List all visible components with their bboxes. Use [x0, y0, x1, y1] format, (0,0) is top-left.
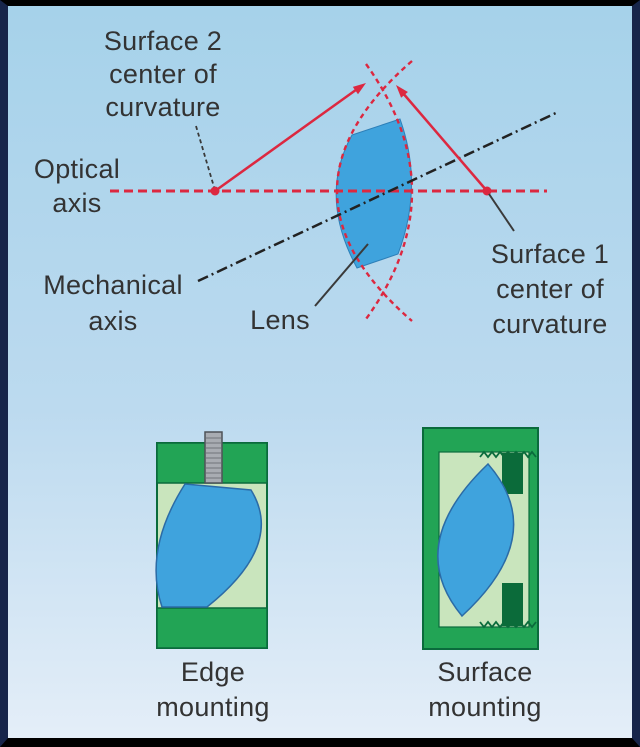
edge-mounting-caption-line1: Edge	[181, 657, 245, 687]
lens-leader-line	[314, 243, 369, 307]
lens-label: Lens	[250, 305, 310, 335]
mechanical-axis-label-line2: axis	[88, 306, 137, 336]
arrow-up-left-icon	[396, 85, 408, 98]
retaining-ring-bottom	[502, 583, 523, 626]
arrow-up-right-icon	[352, 83, 366, 95]
thread-zigzag-bottom-icon	[479, 620, 537, 629]
lens-diagram-canvas: Surface 2 center of curvature Optical ax…	[34, 26, 609, 722]
surface2-radius-line	[214, 85, 361, 193]
surface1-label: Surface 1 center of curvature	[491, 239, 609, 339]
edge-mounting-caption-line2: mounting	[156, 692, 269, 722]
surface-mounting-caption: Surface mounting	[428, 657, 541, 722]
edge-mounting-diagram	[155, 431, 268, 649]
mechanical-axis-label: Mechanical axis	[43, 270, 183, 336]
mechanical-axis-line	[197, 110, 559, 283]
surface-mounting-caption-line2: mounting	[428, 692, 541, 722]
surface1-radius-line	[401, 91, 488, 192]
surface-mount-lens	[437, 462, 515, 618]
surface1-label-line1: Surface 1	[491, 239, 609, 269]
surface2-label-line3: curvature	[105, 92, 220, 122]
surface1-label-line2: center of	[496, 274, 604, 304]
set-screw-icon	[204, 431, 223, 484]
edge-mount-bottom-flange	[156, 607, 268, 649]
optical-axis-label: Optical axis	[34, 154, 120, 218]
surface1-center-dot	[482, 186, 492, 196]
axis-diagram: Surface 2 center of curvature Optical ax…	[34, 26, 609, 339]
thread-zigzag-top-icon	[479, 450, 537, 459]
edge-mount-lens	[155, 483, 263, 608]
retaining-ring-top	[502, 453, 523, 494]
surface-mounting-caption-line1: Surface	[437, 657, 532, 687]
surface2-center-dot	[210, 186, 220, 196]
surface2-leader-line	[195, 125, 215, 188]
surface2-label-line2: center of	[109, 59, 217, 89]
surface1-leader-line	[488, 193, 515, 232]
set-screw-threads	[206, 437, 221, 479]
surface-mounting-diagram	[422, 427, 539, 650]
surface1-label-line3: curvature	[492, 309, 607, 339]
surface2-label-line1: Surface 2	[104, 26, 222, 56]
mechanical-axis-label-line1: Mechanical	[43, 270, 183, 300]
edge-mounting-caption: Edge mounting	[156, 657, 269, 722]
surface2-label: Surface 2 center of curvature	[104, 26, 222, 122]
optical-axis-label-line1: Optical	[34, 154, 120, 184]
optical-axis-label-line2: axis	[52, 188, 101, 218]
